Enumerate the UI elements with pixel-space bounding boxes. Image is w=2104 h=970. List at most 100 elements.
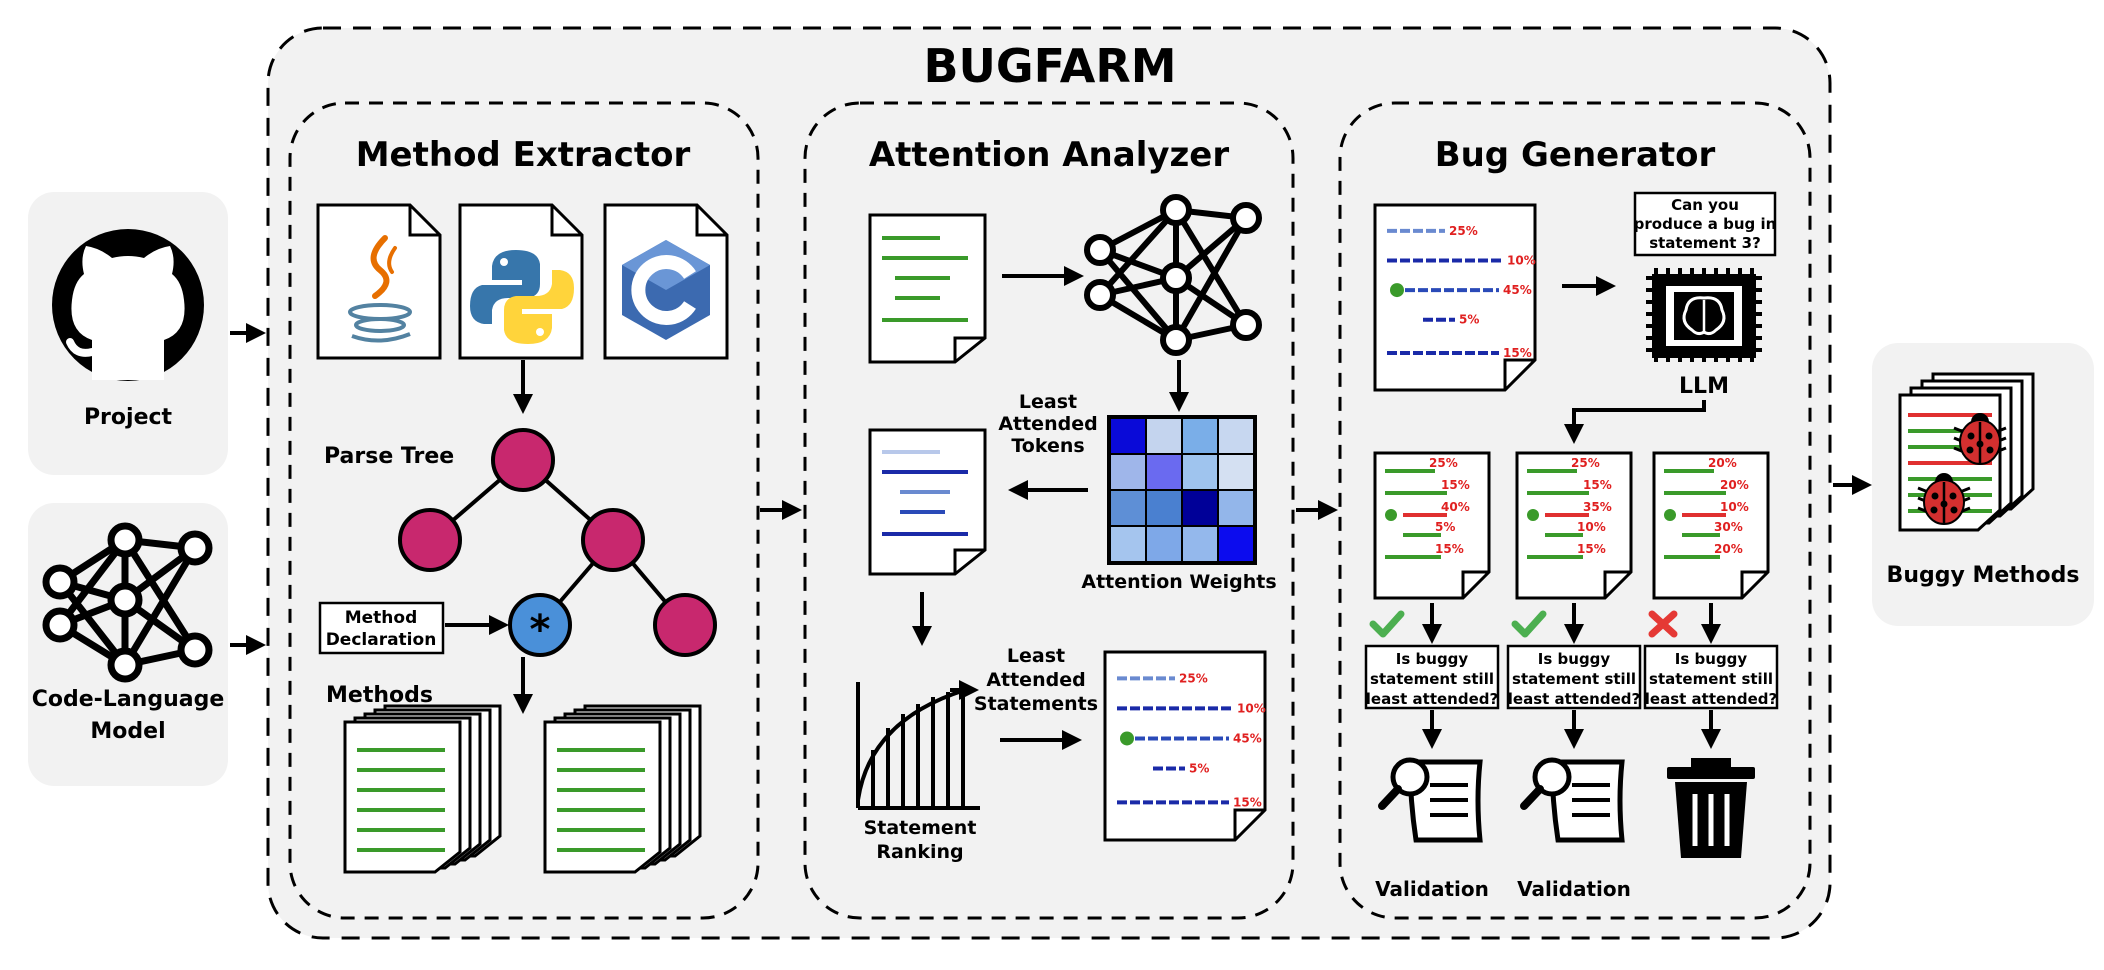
bug-generator-panel [1338,101,1812,920]
ranked-statements-document-2: 25% 10% 45% 5% 15% [1373,203,1537,392]
ladybug-icon [1917,473,1971,525]
c-file-icon [603,203,729,360]
least-statements-line3: Statements [974,693,1098,715]
percent-label: 40% [1441,500,1470,514]
method-declaration-line2: Declaration [326,630,437,650]
attention-cell [1219,455,1253,489]
method-document-icon [868,213,987,364]
attention-cell [1219,419,1253,453]
bug-variants: 25% 15% 40% 5% 15% Is buggy statement still lea… [1364,451,1779,901]
validation-icon [1378,757,1483,843]
attention-cell [1219,491,1253,525]
percent-label: 5% [1459,313,1479,327]
methods-label: Methods [326,683,433,708]
percent-label: 20% [1708,456,1737,470]
percent-label: 45% [1503,283,1532,297]
check-icon [1369,610,1405,638]
question-line: least attended? [1508,690,1640,708]
llm-label: LLM [1679,374,1729,399]
question-line: Is buggy [1396,650,1469,668]
percent-label: 15% [1503,346,1532,360]
percent-label: 10% [1720,500,1749,514]
ranking-label-line1: Statement [864,817,977,839]
bug-generator-title: Bug Generator [1435,135,1716,175]
percent-label: 25% [1179,671,1208,685]
attention-analyzer-panel [803,101,1295,920]
percent-label: 20% [1720,478,1749,492]
prompt-line1: Can you [1671,196,1739,214]
llm-chip-icon [1646,268,1762,362]
attention-analyzer-title: Attention Analyzer [869,135,1230,175]
method-extractor-panel [288,101,760,920]
percent-label: 5% [1435,520,1455,534]
attention-cell [1183,455,1217,489]
percent-label: 25% [1571,456,1600,470]
token-document-icon [868,428,987,576]
least-tokens-line3: Tokens [1011,435,1084,457]
attention-weights-label: Attention Weights [1081,571,1276,593]
tree-node [491,428,555,492]
attention-cell [1147,419,1181,453]
least-statements-line1: Least [1007,645,1065,667]
question-line: statement still [1649,670,1773,688]
llm-to-variants-arrow [1564,400,1706,444]
ladybug-icon [1953,413,2007,465]
buggy-methods-icon [1898,372,2035,532]
percent-label: 10% [1507,254,1536,268]
tree-node [581,508,645,572]
attention-weights-heatmap [1107,415,1257,565]
tree-node [653,593,717,657]
model-label-line2: Model [90,719,165,744]
percent-label: 15% [1233,795,1262,809]
project-label: Project [84,405,173,430]
python-file-icon [458,203,584,360]
question-box [1506,644,1642,710]
attention-model-icon [1084,194,1262,356]
method-stacks [343,704,702,874]
question-line: least attended? [1366,690,1498,708]
attention-cell [1219,527,1253,561]
attention-cell [1147,455,1181,489]
buggy-methods-label: Buggy Methods [1887,563,2080,588]
method-node-star: * [530,607,551,653]
percent-label: 15% [1577,542,1606,556]
prompt-box [1633,191,1777,257]
attention-cell [1183,491,1217,525]
percent-label: 5% [1189,762,1209,776]
percent-label: 25% [1429,456,1458,470]
ranking-curve-icon [856,680,980,810]
parse-tree-label: Parse Tree [324,444,454,469]
method-node [508,593,572,657]
attention-cell [1111,527,1145,561]
method-file [543,720,662,874]
attention-cell [1147,491,1181,525]
validation-label: Validation [1517,877,1631,901]
least-tokens-line1: Least [1019,391,1077,413]
model-label-line1: Code-Language [32,687,225,712]
percent-label: 15% [1441,478,1470,492]
percent-label: 10% [1237,701,1266,715]
prompt-line2: produce a bug in [1634,215,1777,233]
trash-icon [1667,758,1755,858]
github-icon [52,229,204,381]
attention-cell [1111,491,1145,525]
method-declaration-box [318,601,445,655]
parse-tree [398,428,717,657]
neural-network-icon [42,522,213,683]
bugfarm-title: BUGFARM [923,39,1176,93]
attention-cell [1111,419,1145,453]
question-line: statement still [1370,670,1494,688]
percent-label: 10% [1577,520,1606,534]
ranked-statements-document: 25%10%45%5%15% [1103,650,1267,842]
percent-label: 15% [1583,478,1612,492]
percent-label: 25% [1449,224,1478,238]
ranking-label-line2: Ranking [876,841,963,863]
cross-icon [1648,610,1678,638]
least-tokens-line2: Attended [998,413,1097,435]
percent-label: 30% [1714,520,1743,534]
